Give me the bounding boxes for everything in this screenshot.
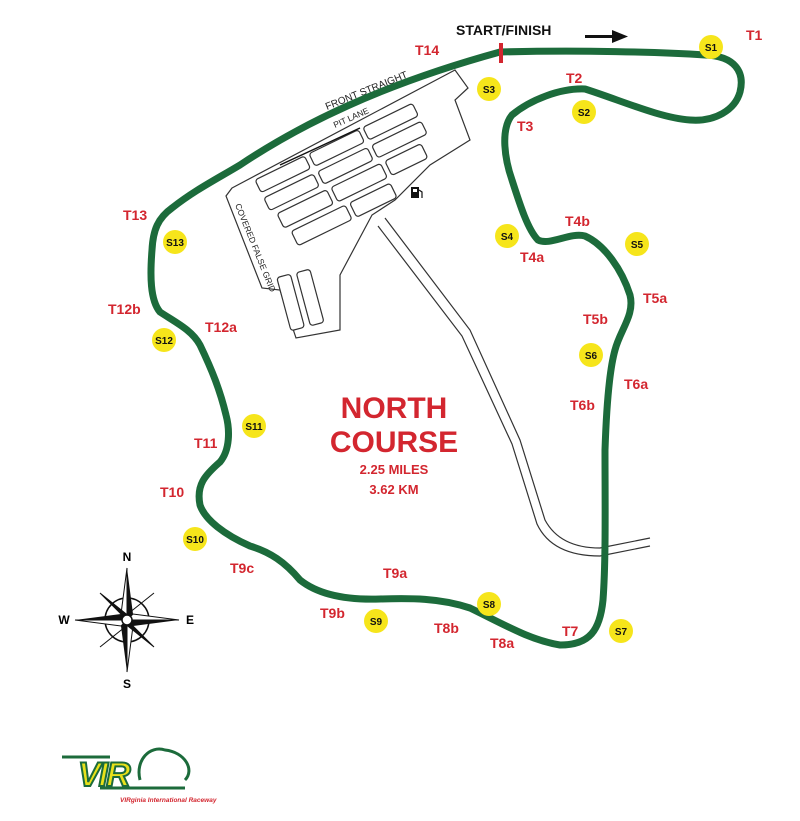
turn-label: T13 (123, 207, 147, 223)
svg-text:S6: S6 (585, 351, 598, 362)
svg-text:S2: S2 (578, 108, 591, 119)
turn-label: T9b (320, 605, 345, 621)
start-finish-line (499, 43, 503, 63)
turn-label: T8a (490, 635, 514, 651)
corner-stations: S1 S2 S3 S4 S5 S6 S7 S8 S9 S10 S11 S12 S… (152, 35, 723, 643)
station-marker: S7 (609, 619, 633, 643)
svg-text:S10: S10 (186, 535, 204, 546)
station-marker: S3 (477, 77, 501, 101)
turn-label: T14 (415, 42, 439, 58)
turn-label: T5a (643, 290, 667, 306)
svg-text:VIRginia International Raceway: VIRginia International Raceway (120, 797, 217, 804)
turn-labels: T1 T2 T3 T4a T4b T5a T5b T6a T6b T7 T8a … (108, 27, 763, 651)
compass-w: W (58, 613, 70, 627)
compass-s: S (123, 677, 131, 691)
start-finish-label: START/FINISH (456, 22, 551, 38)
turn-label: T3 (517, 118, 534, 134)
station-marker: S8 (477, 592, 501, 616)
station-marker: S13 (163, 230, 187, 254)
pit-lane-line (279, 127, 361, 166)
course-length-miles: 2.25 MILES (360, 462, 429, 477)
course-title: NORTH COURSE 2.25 MILES 3.62 KM (330, 392, 458, 497)
race-track (147, 47, 745, 649)
svg-text:S1: S1 (705, 43, 718, 54)
station-marker: S12 (152, 328, 176, 352)
turn-label: T12b (108, 301, 141, 317)
course-length-km: 3.62 KM (369, 482, 418, 497)
turn-label: T1 (746, 27, 763, 43)
turn-label: T10 (160, 484, 184, 500)
fuel-pump-icon (411, 187, 423, 198)
svg-text:S3: S3 (483, 85, 496, 96)
station-marker: S1 (699, 35, 723, 59)
svg-text:VIR: VIR (78, 756, 131, 794)
svg-text:NORTH: NORTH (341, 392, 448, 425)
station-marker: S11 (242, 414, 266, 438)
svg-text:S12: S12 (155, 336, 173, 347)
compass-n: N (123, 550, 132, 564)
svg-text:COURSE: COURSE (330, 426, 458, 459)
service-roads (377, 217, 651, 557)
vir-logo: VIR VIRginia International Raceway (62, 747, 217, 804)
compass-e: E (186, 613, 194, 627)
turn-label: T9c (230, 560, 254, 576)
turn-label: T11 (194, 435, 218, 451)
svg-text:S9: S9 (370, 617, 383, 628)
svg-text:S13: S13 (166, 238, 184, 249)
svg-text:S8: S8 (483, 600, 496, 611)
station-marker: S4 (495, 224, 519, 248)
turn-label: T5b (583, 311, 608, 327)
station-marker: S9 (364, 609, 388, 633)
station-marker: S6 (579, 343, 603, 367)
compass-rose-icon: N S E W (58, 550, 194, 691)
turn-label: T4a (520, 249, 544, 265)
turn-label: T7 (562, 623, 579, 639)
turn-label: T12a (205, 319, 237, 335)
turn-label: T8b (434, 620, 459, 636)
turn-label: T6b (570, 397, 595, 413)
turn-label: T6a (624, 376, 648, 392)
svg-text:S5: S5 (631, 240, 644, 251)
station-marker: S2 (572, 100, 596, 124)
turn-label: T4b (565, 213, 590, 229)
svg-text:S7: S7 (615, 627, 628, 638)
svg-text:S4: S4 (501, 232, 514, 243)
svg-text:S11: S11 (245, 422, 263, 433)
arrow-right-icon (585, 30, 628, 43)
station-marker: S5 (625, 232, 649, 256)
turn-label: T2 (566, 70, 583, 86)
turn-label: T9a (383, 565, 407, 581)
station-marker: S10 (183, 527, 207, 551)
